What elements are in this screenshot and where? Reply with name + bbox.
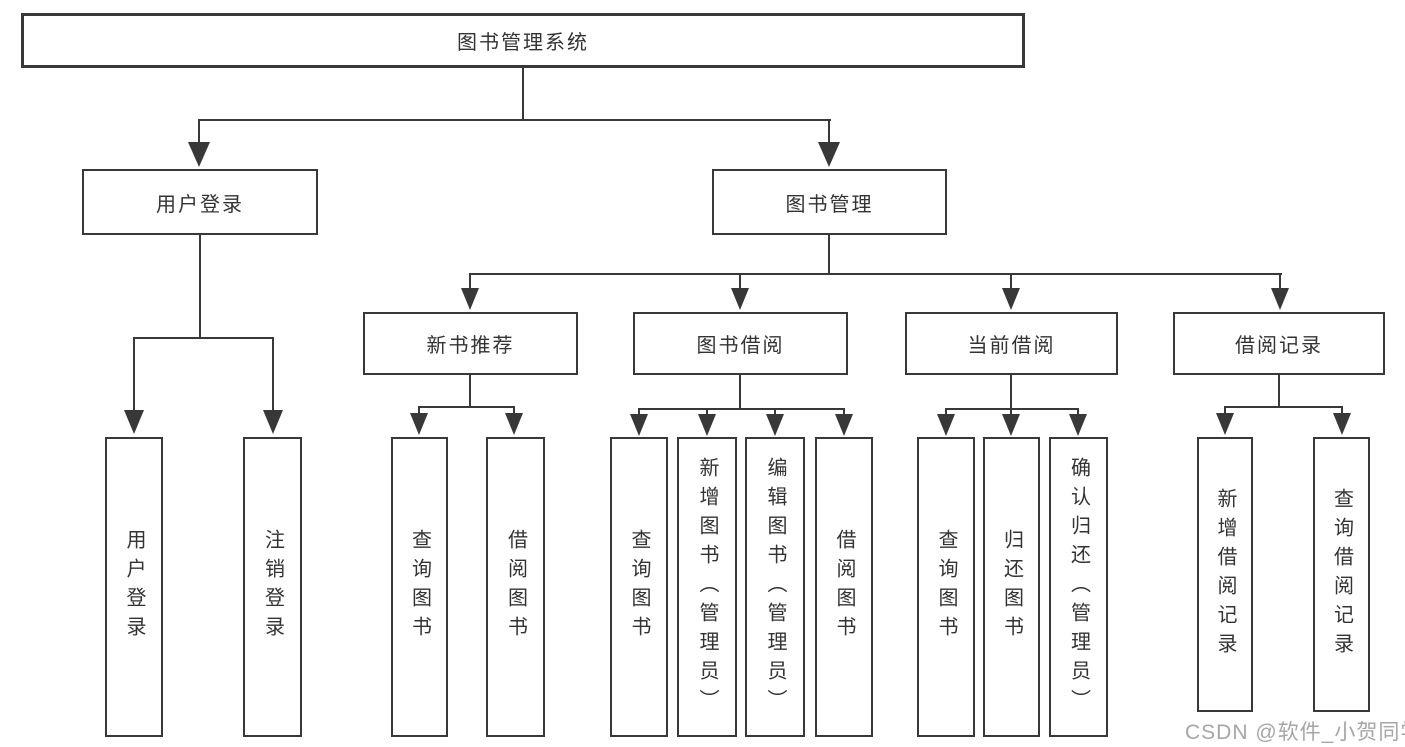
connector-line: [843, 408, 845, 415]
node-label: 当前借阅: [967, 335, 1056, 357]
connector-line: [945, 408, 947, 415]
node-current-borrow: 当前借阅: [905, 312, 1118, 375]
node-label: 用户登录: [156, 193, 244, 216]
node-label: 新书推荐: [426, 335, 515, 357]
arrow-down-icon: [1271, 288, 1289, 310]
node-borrow-add-books-admin: 新增图书（管理员）: [677, 437, 737, 737]
node-borrow-query-books: 查询图书: [610, 437, 668, 737]
connector-line: [828, 119, 830, 145]
connector-line: [469, 273, 471, 290]
node-recommend-borrow-books: 借阅图书: [486, 437, 545, 737]
node-label: 查询图书: [628, 529, 650, 645]
arrow-down-icon: [630, 414, 648, 436]
node-label: 查询图书: [935, 529, 957, 645]
connector-line: [133, 337, 135, 412]
connector-line: [1341, 406, 1343, 415]
connector-line: [133, 337, 274, 339]
node-login-action: 用户登录: [105, 437, 163, 737]
node-label: 查询借阅记录: [1330, 487, 1353, 662]
connector-line: [1224, 406, 1226, 415]
arrow-down-icon: [1069, 414, 1087, 436]
node-label: 借阅记录: [1235, 335, 1323, 357]
node-label: 确认归还（管理员）: [1067, 456, 1090, 718]
arrow-down-icon: [835, 414, 853, 436]
connector-line: [469, 375, 471, 408]
connector-line: [1010, 273, 1012, 290]
connector-line: [1278, 375, 1280, 408]
node-borrow-records: 借阅记录: [1173, 312, 1385, 375]
arrow-down-icon: [124, 410, 144, 434]
node-new-book-recommend: 新书推荐: [363, 312, 578, 375]
arrow-down-icon: [505, 413, 523, 435]
connector-line: [1010, 408, 1012, 415]
node-label: 借阅图书: [833, 529, 855, 645]
node-label: 新增图书（管理员）: [696, 456, 718, 718]
node-user-login: 用户登录: [82, 169, 318, 235]
connector-line: [522, 68, 524, 121]
node-logout-action: 注销登录: [243, 437, 302, 737]
node-root: 图书管理系统: [21, 13, 1025, 68]
arrow-down-icon: [1002, 288, 1020, 310]
connector-line: [1279, 273, 1281, 290]
node-borrow-borrow-books: 借阅图书: [815, 437, 873, 737]
connector-line: [828, 235, 830, 275]
connector-line: [513, 406, 515, 415]
node-label: 查询图书: [408, 529, 431, 645]
arrow-down-icon: [1216, 413, 1234, 435]
arrow-down-icon: [1002, 414, 1020, 436]
node-label: 注销登录: [261, 529, 284, 645]
connector-line: [418, 406, 420, 415]
arrow-down-icon: [937, 414, 955, 436]
arrow-down-icon: [188, 142, 210, 167]
connector-line: [638, 408, 640, 415]
connector-line: [198, 119, 200, 145]
connector-line: [1224, 406, 1343, 408]
node-label: 用户登录: [123, 529, 145, 645]
node-label: 编辑图书（管理员）: [764, 456, 786, 718]
connector-line: [739, 375, 741, 410]
node-label: 归还图书: [1000, 529, 1023, 645]
node-label: 借阅图书: [504, 529, 527, 645]
node-current-query-books: 查询图书: [917, 437, 975, 737]
arrow-down-icon: [410, 413, 428, 435]
connector-line: [706, 408, 708, 415]
node-book-management: 图书管理: [712, 169, 947, 235]
node-current-return-books: 归还图书: [983, 437, 1040, 737]
node-recommend-query-books: 查询图书: [391, 437, 448, 737]
node-current-confirm-return-admin: 确认归还（管理员）: [1049, 437, 1108, 737]
connector-line: [638, 408, 845, 410]
node-records-query-record: 查询借阅记录: [1313, 437, 1370, 712]
node-records-add-record: 新增借阅记录: [1197, 437, 1253, 712]
node-book-borrow: 图书借阅: [633, 312, 848, 375]
connector-line: [739, 273, 741, 290]
node-label: 新增借阅记录: [1214, 487, 1236, 662]
node-borrow-edit-books-admin: 编辑图书（管理员）: [745, 437, 805, 737]
connector-line: [774, 408, 776, 415]
arrow-down-icon: [461, 288, 479, 310]
node-label: 图书借阅: [696, 335, 785, 357]
connector-line: [198, 119, 831, 121]
node-root-label: 图书管理系统: [457, 32, 589, 54]
connector-line: [1077, 408, 1079, 415]
arrow-down-icon: [731, 288, 749, 310]
arrow-down-icon: [263, 410, 283, 434]
watermark: CSDN @软件_小贺同学: [1185, 721, 1405, 744]
connector-line: [469, 273, 1282, 275]
arrow-down-icon: [766, 414, 784, 436]
connector-line: [272, 337, 274, 412]
connector-line: [1010, 375, 1012, 410]
arrow-down-icon: [818, 142, 840, 167]
connector-line: [945, 408, 1079, 410]
connector-line: [199, 235, 201, 339]
arrow-down-icon: [1333, 413, 1351, 435]
connector-line: [418, 406, 515, 408]
node-label: 图书管理: [785, 193, 874, 216]
arrow-down-icon: [698, 414, 716, 436]
